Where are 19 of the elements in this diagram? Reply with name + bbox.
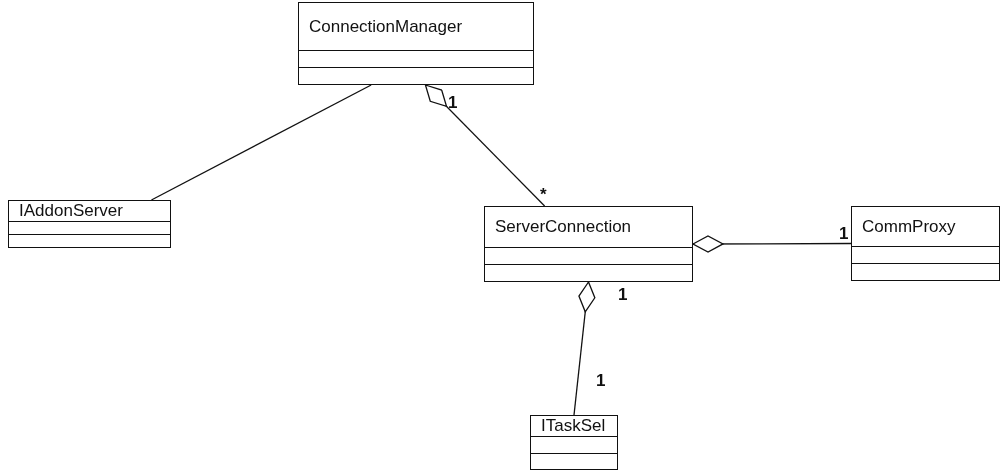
multiplicity-label: 1 [618,286,628,303]
class-box [530,415,618,470]
class-name: IAddonServer [19,201,123,221]
class-name: ITaskSel [541,416,606,436]
class-box [484,206,693,282]
aggregation-line [424,84,546,207]
class-box [851,206,1000,281]
multiplicity-label: 1 [839,225,849,242]
class-name: CommProxy [862,216,956,237]
class-name: ServerConnection [495,217,632,237]
class-box [8,200,171,248]
multiplicity-label: * [540,186,547,203]
aggregation-line [573,281,596,416]
aggregation-line [692,235,852,253]
multiplicity-label: 1 [596,372,606,389]
association-line [150,84,372,201]
class-box [298,2,534,85]
multiplicity-label: 1 [448,94,458,111]
class-name: ConnectionManager [309,16,463,37]
